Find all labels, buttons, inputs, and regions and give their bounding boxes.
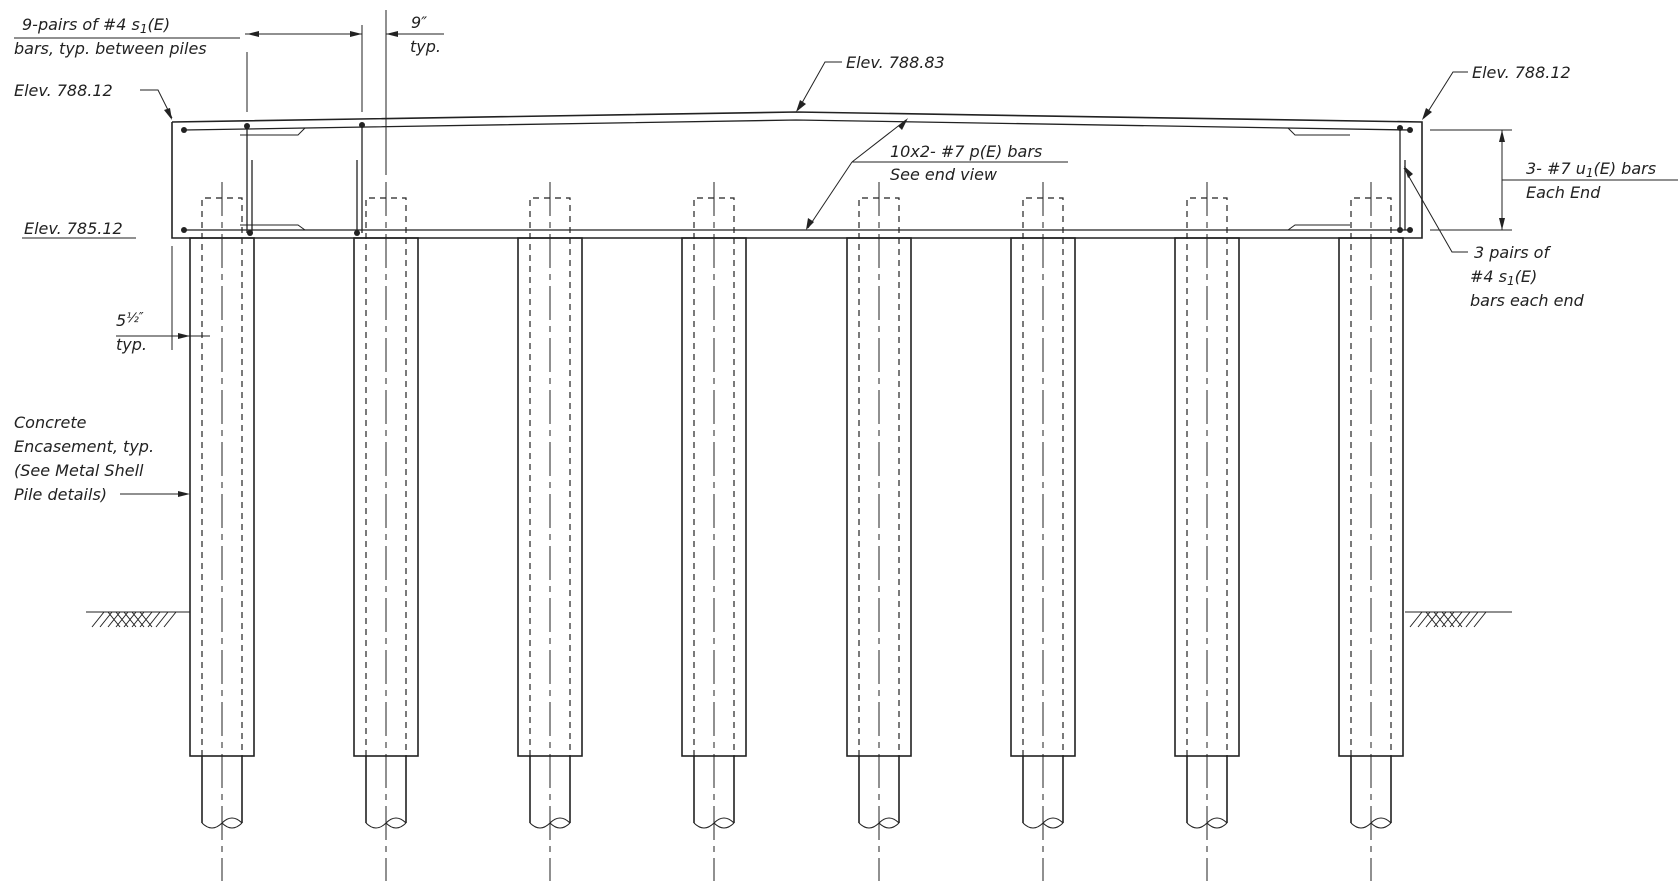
encasement-note-line4: Pile details)	[14, 485, 107, 504]
dimension-s1-pairs: 9-pairs of #4 s1(E) bars, typ. between p…	[14, 15, 363, 112]
pile-shaft-below	[201, 756, 243, 823]
pile-shaft-below	[365, 756, 407, 823]
p-bars-label-line2: See end view	[890, 165, 998, 184]
pile-shaft-below	[529, 756, 571, 823]
pile	[1010, 182, 1076, 881]
elev-crown-label: Elev. 788.83	[846, 53, 945, 72]
encasement-dimension: 5½″ typ.	[116, 246, 210, 354]
bottom-lap-splice-right	[1287, 224, 1350, 231]
p-bars-label-line1: 10x2- #7 p(E) bars	[890, 142, 1042, 161]
encasement-note-line2: Encasement, typ.	[14, 437, 154, 456]
s1-pairs-label-line2: bars, typ. between piles	[14, 39, 207, 58]
s1-end-label-line2: #4 s1(E)	[1470, 267, 1537, 288]
bar-end-dot	[181, 227, 187, 233]
encasement-dim-label: 5½″	[116, 311, 144, 330]
p-bars-callout: 10x2- #7 p(E) bars See end view	[806, 118, 1068, 230]
dimension-spacing-9in: 9″ typ.	[385, 10, 444, 175]
bottom-lap-splice-left	[240, 224, 306, 231]
elev-right-top-label: Elev. 788.12	[1472, 63, 1571, 82]
u1-bars-dimension: 3- #7 u1(E) bars Each End	[1430, 129, 1678, 231]
encasement-note-line1: Concrete	[14, 413, 87, 432]
elev-bottom-callout: Elev. 785.12	[22, 219, 136, 239]
u1-bars-label-line1: 3- #7 u1(E) bars	[1526, 159, 1656, 180]
bar-end-dot	[1407, 127, 1413, 133]
top-lap-splice-left	[240, 127, 306, 136]
spacing-value-label: 9″	[411, 13, 427, 32]
pier-cap	[171, 111, 1423, 239]
top-lap-splice-right	[1287, 127, 1350, 136]
bar-end-dot	[181, 127, 187, 133]
s1-pairs-label-line1: 9-pairs of #4 s1(E)	[22, 15, 170, 36]
pile-shaft-below	[1350, 756, 1392, 823]
pile	[189, 182, 255, 881]
pile	[846, 182, 912, 881]
pile	[681, 182, 747, 881]
elev-bottom-label: Elev. 785.12	[24, 219, 123, 238]
encasement-note-line3: (See Metal Shell	[14, 461, 144, 480]
pile-shaft-below	[1186, 756, 1228, 823]
s1-end-callout: 3 pairs of #4 s1(E) bars each end	[1403, 166, 1585, 310]
encasement-dim-typ: typ.	[116, 335, 147, 354]
pile	[1174, 182, 1240, 881]
s1-end-label-line1: 3 pairs of	[1474, 243, 1551, 262]
pile-shaft-below	[1022, 756, 1064, 823]
s1-end-label-line3: bars each end	[1470, 291, 1585, 310]
pile-shaft-below	[693, 756, 735, 823]
elev-right-top-callout: Elev. 788.12	[1422, 63, 1571, 120]
pile	[517, 182, 583, 881]
pile-shaft-below	[858, 756, 900, 823]
spacing-typ-label: typ.	[410, 37, 441, 56]
encasement-note: Concrete Encasement, typ. (See Metal She…	[14, 413, 190, 504]
pile	[1338, 182, 1404, 881]
ground-line-left	[86, 611, 190, 628]
pile	[353, 182, 419, 881]
bar-end-dot	[1407, 227, 1413, 233]
ground-line-right	[1405, 611, 1512, 628]
elev-crown-callout: Elev. 788.83	[796, 53, 945, 112]
elev-left-top-label: Elev. 788.12	[14, 81, 113, 100]
top-reinforcement-bar	[183, 119, 1411, 131]
pier-cap-outline	[171, 111, 1423, 239]
u1-bars-label-line2: Each End	[1526, 183, 1601, 202]
elev-left-top-callout: Elev. 788.12	[14, 81, 173, 120]
piles-group	[189, 182, 1404, 881]
